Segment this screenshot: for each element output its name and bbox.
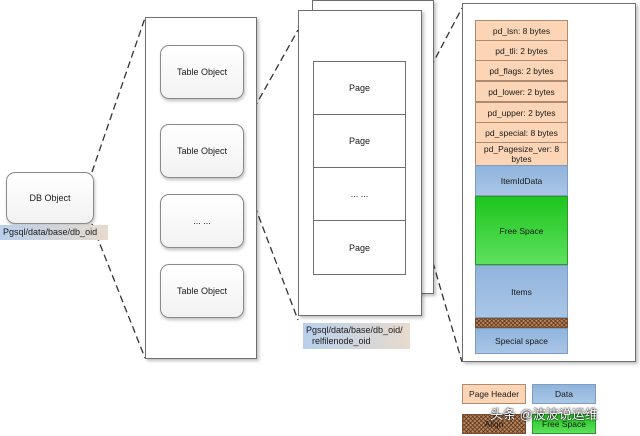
legend-page-header: Page Header bbox=[462, 384, 526, 404]
page-4: Page bbox=[313, 220, 406, 275]
legend-free-space: Free Space bbox=[532, 414, 596, 434]
table-object-ellipsis: ... ... bbox=[160, 194, 244, 248]
file-path-line2: relfilenode_oid bbox=[312, 336, 371, 346]
page-label: Page bbox=[348, 83, 371, 93]
header-field-pd-special: pd_special: 8 bytes bbox=[475, 122, 568, 143]
db-object-box: DB Object bbox=[6, 172, 94, 224]
align-block bbox=[475, 318, 568, 328]
legend-align: Align bbox=[462, 414, 526, 434]
header-field-pd-upper: pd_upper: 2 bytes bbox=[475, 102, 568, 123]
page-1: Page bbox=[313, 61, 406, 115]
file-path-line1: Pgsql/data/base/db_oid/ bbox=[306, 325, 403, 335]
header-field-pd-flags: pd_flags: 2 bytes bbox=[475, 60, 568, 81]
table-object-2: Table Object bbox=[160, 124, 244, 178]
table-object-4: Table Object bbox=[160, 264, 244, 318]
header-field-pd-pagesize-ver: pd_Pagesize_ver: 8 bytes bbox=[475, 142, 568, 166]
page-label: Page bbox=[348, 136, 371, 146]
header-field-pd-tli: pd_tli: 2 bytes bbox=[475, 40, 568, 61]
page-ellipsis: ... ... bbox=[313, 167, 406, 221]
header-field-pd-lower: pd_lower: 2 bytes bbox=[475, 81, 568, 102]
table-object-label: ... ... bbox=[193, 216, 211, 226]
page-2: Page bbox=[313, 114, 406, 168]
legend-data: Data bbox=[532, 384, 596, 404]
page-label: Page bbox=[348, 242, 371, 253]
items-block: Items bbox=[475, 265, 568, 318]
page-label: ... ... bbox=[350, 189, 369, 199]
special-space-block: Special space bbox=[475, 328, 568, 354]
table-object-1: Table Object bbox=[160, 45, 244, 99]
table-object-label: Table Object bbox=[176, 286, 228, 296]
free-space-block: Free Space bbox=[475, 196, 568, 265]
db-object-path-text: Pgsql/data/base/db_oid bbox=[3, 227, 98, 237]
header-field-pd-lsn: pd_lsn: 8 bytes bbox=[475, 20, 568, 41]
db-object-path: Pgsql/data/base/db_oid bbox=[0, 225, 108, 240]
db-object-label: DB Object bbox=[29, 193, 71, 203]
watermark: 头条 @波波说运维 bbox=[490, 407, 598, 422]
item-id-data-block: ItemIdData bbox=[475, 165, 568, 196]
table-object-label: Table Object bbox=[176, 67, 228, 77]
file-path: Pgsql/data/base/db_oid/ relfilenode_oid bbox=[303, 323, 410, 349]
table-object-label: Table Object bbox=[176, 146, 228, 156]
